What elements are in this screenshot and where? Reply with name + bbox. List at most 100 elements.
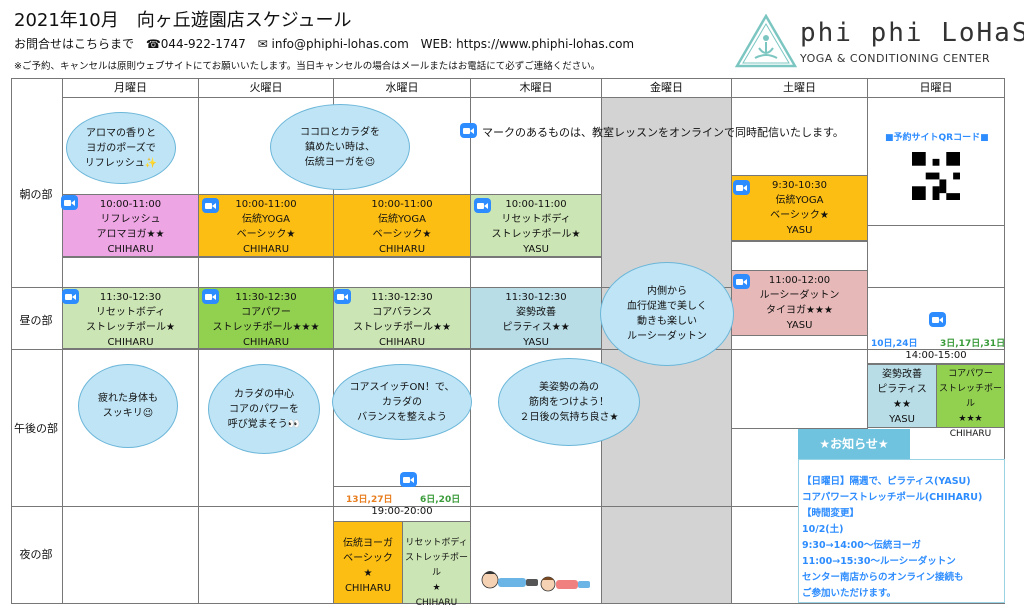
class-sat-morning[interactable]: 9:30-10:30 伝統YOGA ベーシック★ YASU xyxy=(731,175,868,241)
zoom-icon xyxy=(460,123,477,138)
wednesday-night-time: 19:00-20:00 xyxy=(371,506,433,517)
class-name: 伝統YOGA xyxy=(377,214,427,225)
class-time: 11:30-12:30 xyxy=(99,292,162,303)
zoom-icon xyxy=(62,289,79,304)
day-header-wed: 水曜日 xyxy=(333,78,471,98)
class-teacher: CHIHARU xyxy=(242,337,290,348)
class-thu-morning[interactable]: 10:00-11:00 リセットボディ ストレッチポール★ YASU xyxy=(470,194,602,257)
news-line: センター南店からのオンライン接続も xyxy=(802,572,964,583)
grid-line xyxy=(731,428,868,429)
grid-line xyxy=(731,241,868,242)
class-teacher: CHIHARU xyxy=(378,244,426,255)
bubble-text: 美姿勢の為の 筋肉をつけよう！ ２日後の気持ち良さ★ xyxy=(519,381,619,423)
zoom-icon xyxy=(474,198,491,213)
news-title: ★お知らせ★ xyxy=(798,429,910,459)
class-wed-morning[interactable]: 10:00-11:00 伝統YOGA ベーシック★ CHIHARU xyxy=(333,194,471,257)
day-header-sun: 日曜日 xyxy=(867,78,1005,98)
grid-line xyxy=(62,257,602,258)
bubble-text: 内側から 血行促進で美しく 動きも楽しい ルーシーダットン xyxy=(627,286,707,342)
class-teacher: YASU xyxy=(523,244,549,255)
class-time: 10:00-11:00 xyxy=(505,199,567,210)
bubble-text: コアスイッチON！で、 カラダの バランスを整えよう xyxy=(349,381,455,423)
class-stars: ★ xyxy=(432,583,441,593)
class-name: 伝統YOGA xyxy=(775,195,824,206)
grid-line xyxy=(731,78,732,604)
class-name: ルーシーダットン xyxy=(759,290,840,301)
class-sub: ピラティス★★ xyxy=(502,322,570,333)
class-teacher: CHIHARU xyxy=(949,429,992,439)
news-line: 10/2(土) xyxy=(802,524,844,535)
class-stars: ★ xyxy=(363,568,373,579)
class-teacher: YASU xyxy=(889,414,915,425)
class-teacher: CHIHARU xyxy=(378,337,426,348)
class-sat-noon[interactable]: 11:00-12:00 ルーシーダットン タイヨガ★★★ YASU xyxy=(731,270,868,336)
class-time: 10:00-11:00 xyxy=(235,199,297,210)
class-name: コアパワー xyxy=(948,369,993,379)
speech-bubble-lucie: 内側から 血行促進で美しく 動きも楽しい ルーシーダットン xyxy=(600,262,734,366)
qr-title: ■予約サイトQRコード■ xyxy=(885,133,989,143)
day-header-tue: 火曜日 xyxy=(198,78,334,98)
class-sub: アロマヨガ★★ xyxy=(96,229,165,240)
class-tue-noon[interactable]: 11:30-12:30 コアパワー ストレッチポール★★★ CHIHARU xyxy=(198,287,334,349)
class-time: 11:00-12:00 xyxy=(768,275,831,286)
class-name: リセットボディ xyxy=(501,214,571,225)
day-header-thu: 木曜日 xyxy=(470,78,602,98)
class-time: 11:30-12:30 xyxy=(235,292,297,303)
news-line: 9:30→14:00～伝統ヨーガ xyxy=(802,540,921,551)
class-name: 姿勢改善 xyxy=(882,369,922,380)
class-sun-pm-corepower[interactable]: コアパワー ストレッチポール ★★★ CHIHARU xyxy=(936,364,1005,439)
class-sun-pm-pilates[interactable]: 姿勢改善 ピラティス ★★ YASU xyxy=(867,364,937,428)
class-teacher: YASU xyxy=(786,225,813,236)
slot-label-morning: 朝の部 xyxy=(19,188,53,201)
web-link[interactable]: WEB: https://www.phiphi-lohas.com xyxy=(420,37,635,51)
class-teacher: YASU xyxy=(523,337,549,348)
zoom-icon xyxy=(61,195,78,210)
speech-bubble-aroma: アロマの香りと ヨガのポーズで リフレッシュ✨ xyxy=(66,112,176,184)
slot-label-noon: 昼の部 xyxy=(19,314,53,327)
class-name: 伝統YOGA xyxy=(241,214,291,225)
class-time: 9:30-10:30 xyxy=(772,180,827,191)
news-line: 【時間変更】 xyxy=(802,508,860,519)
class-sub: ストレッチポール★★★ xyxy=(212,322,320,333)
class-mon-noon[interactable]: 11:30-12:30 リセットボディ ストレッチポール★ CHIHARU xyxy=(62,287,199,349)
online-note: マークのあるものは、教室レッスンをオンラインで同時配信いたします。 xyxy=(482,126,844,139)
class-thu-noon[interactable]: 11:30-12:30 姿勢改善 ピラティス★★ YASU xyxy=(470,287,602,349)
day-header-sat: 土曜日 xyxy=(731,78,868,98)
class-wed-night-reset[interactable]: リセットボディ ストレッチポール ★ CHIHARU xyxy=(402,521,471,608)
speech-bubble-core: カラダの中心 コアのパワーを 呼び覚まそう👀 xyxy=(208,364,320,454)
class-name: 伝統ヨーガ xyxy=(343,538,393,549)
lotus-logo-icon xyxy=(735,14,797,68)
grid-line xyxy=(867,78,868,604)
class-sub: タイヨガ★★★ xyxy=(766,305,833,316)
day-header-mon: 月曜日 xyxy=(62,78,199,98)
contact-line: お問合せはこちらまで ☎044-922-1747 ✉ info@phiphi-l… xyxy=(14,35,642,52)
class-teacher: CHIHARU xyxy=(415,598,458,608)
class-name: リセットボディ xyxy=(405,538,468,548)
email-link[interactable]: ✉ info@phiphi-lohas.com xyxy=(257,37,409,51)
zoom-icon xyxy=(400,472,417,487)
class-sub: ストレッチポール★★ xyxy=(353,322,451,333)
class-wed-night-yoga[interactable]: 伝統ヨーガ ベーシック ★ CHIHARU xyxy=(333,521,403,604)
class-mon-morning[interactable]: 10:00-11:00 リフレッシュ アロマヨガ★★ CHIHARU xyxy=(62,194,199,257)
class-time: 10:00-11:00 xyxy=(99,199,162,210)
class-sub: ストレッチポール xyxy=(938,384,1002,409)
speech-bubble-balance: コアスイッチON！で、 カラダの バランスを整えよう xyxy=(332,364,472,440)
grid-line xyxy=(11,506,1005,507)
class-stars: ★★ xyxy=(893,399,911,410)
class-sub: ピラティス xyxy=(877,384,927,395)
bubble-text: アロマの香りと ヨガのポーズで リフレッシュ✨ xyxy=(84,127,158,169)
sunday-dates-a: 10日,24日 xyxy=(871,339,918,349)
news-line: 【日曜日】隔週で、ピラティス(YASU) xyxy=(802,476,971,487)
reservation-notice: ※ご予約、キャンセルは原則ウェブサイトにてお願いいたします。当日キャンセルの場合… xyxy=(14,61,601,72)
speech-bubble-tired: 疲れた身体も スッキリ😉 xyxy=(78,364,178,448)
class-stars: ★★★ xyxy=(958,414,983,424)
news-line: 11:00→15:30～ルーシーダットン xyxy=(802,556,956,567)
news-box xyxy=(798,459,1005,603)
qr-code-icon[interactable] xyxy=(912,152,960,200)
zoom-icon xyxy=(202,198,219,213)
class-time: 10:00-11:00 xyxy=(371,199,433,210)
class-sub: ベーシック★ xyxy=(372,229,432,240)
bubble-text: カラダの中心 コアのパワーを 呼び覚まそう👀 xyxy=(227,388,301,430)
bubble-text: 疲れた身体も スッキリ😉 xyxy=(98,393,158,419)
class-wed-noon[interactable]: 11:30-12:30 コアバランス ストレッチポール★★ CHIHARU xyxy=(333,287,471,349)
